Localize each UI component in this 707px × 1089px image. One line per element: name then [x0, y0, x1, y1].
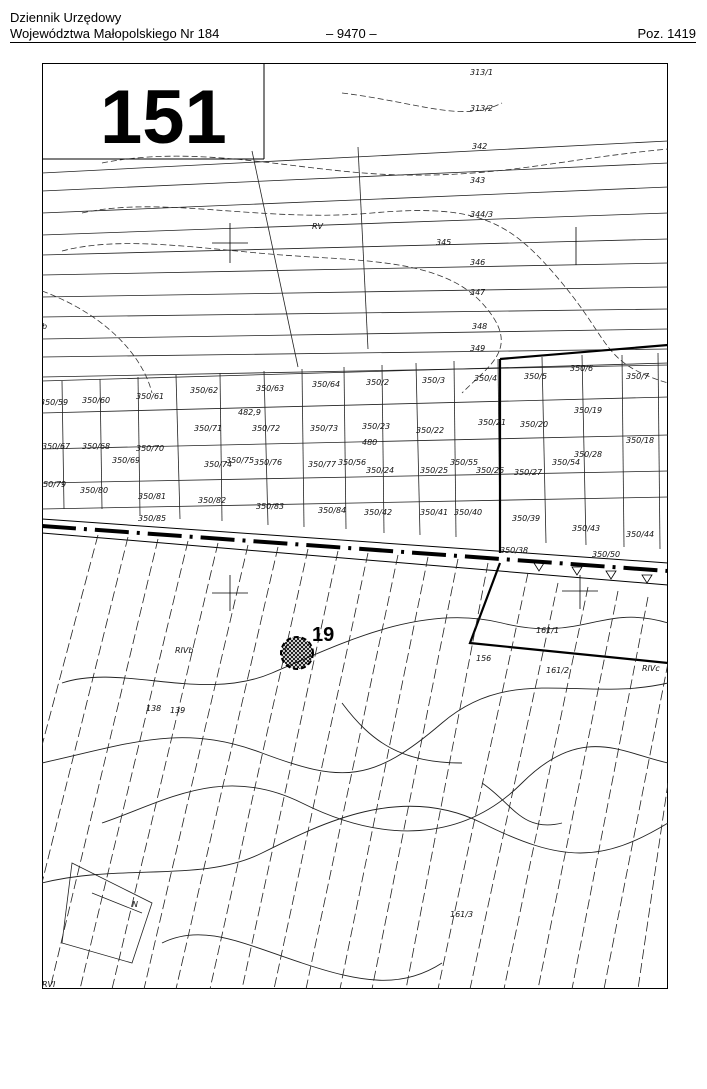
map-label: RV — [312, 222, 324, 231]
point-number: 19 — [312, 624, 334, 646]
parcel-label-row1: 350/61 — [136, 392, 164, 401]
map-label: 139 — [170, 706, 185, 715]
parcel-label-top: 342 — [472, 142, 487, 151]
parcel-label-row4: 350/44 — [626, 530, 654, 539]
parcel-label-row2: 350/68 — [82, 442, 110, 451]
parcel-label-row3: 350/69 — [112, 456, 140, 465]
journal-subtitle: Województwa Małopolskiego Nr 184 — [10, 26, 220, 41]
parcel-label-row4: 350/83 — [256, 502, 284, 511]
parcel-label-row1: 350/3 — [422, 376, 445, 385]
parcel-label-row3: 350/75 — [226, 456, 254, 465]
road-edges — [42, 518, 668, 586]
parcel-label-row2: 350/21 — [478, 418, 506, 427]
parcel-label-row1: 350/59 — [42, 398, 68, 407]
parcel-label-row2: 350/71 — [194, 424, 222, 433]
parcel-label-row2: 350/19 — [574, 406, 602, 415]
small-parcel-outline — [61, 862, 153, 964]
parcel-label-row3: 350/26 — [476, 466, 504, 475]
parcel-label-row3: 350/25 — [420, 466, 448, 475]
parcel-label-top: 347 — [470, 288, 486, 297]
parcel-label-row1: 350/7 — [626, 372, 650, 381]
geodetic-point: 19 — [280, 624, 334, 670]
parcel-label-row4: 350/38 — [500, 546, 528, 555]
map-label: RIVb — [175, 646, 193, 655]
map-label: b — [42, 322, 47, 331]
parcel-label-row4: 350/40 — [454, 508, 482, 517]
parcel-boundaries-upper — [42, 140, 668, 378]
parcel-label-row2: 350/23 — [362, 422, 390, 431]
map-label: N — [132, 900, 138, 909]
map-label: 156 — [476, 654, 491, 663]
parcel-label-top: 313/2 — [470, 104, 493, 113]
bold-boundary — [468, 343, 668, 665]
cadastral-map: 151 — [42, 63, 668, 989]
parcel-label-top: 348 — [472, 322, 487, 331]
map-label: RVI — [42, 980, 56, 989]
parcel-label-row4: 350/84 — [318, 506, 346, 515]
parcel-label-row3: 350/74 — [204, 460, 232, 469]
parcel-label-row2: 350/22 — [416, 426, 444, 435]
map-label: RIVc — [642, 664, 660, 673]
map-label: 161/2 — [546, 666, 569, 675]
parcel-label-row4: 350/50 — [592, 550, 620, 559]
parcel-label-row3: 350/28 — [574, 450, 602, 459]
parcel-label-row4: 350/81 — [138, 492, 166, 501]
parcel-label-top: 346 — [470, 258, 485, 267]
parcel-label-row3: 350/24 — [366, 466, 394, 475]
sheet-number-box: 151 — [42, 63, 265, 160]
map-label: 350/85 — [138, 514, 166, 523]
boundary-markers — [533, 562, 653, 584]
parcel-label-row2: 350/20 — [520, 420, 548, 429]
parcel-label-row4: 350/41 — [420, 508, 448, 517]
journal-title: Dziennik Urzędowy — [10, 10, 122, 25]
parcel-label-row1: 350/4 — [474, 374, 497, 383]
parcel-label-top: 313/1 — [470, 68, 493, 77]
parcel-label-row2: 350/73 — [310, 424, 338, 433]
page-number: – 9470 – — [326, 26, 377, 41]
parcel-label-row1: 350/64 — [312, 380, 340, 389]
parcel-label-top: 345 — [436, 238, 451, 247]
sheet-number: 151 — [100, 75, 227, 160]
parcel-label-row1: 350/2 — [366, 378, 389, 387]
parcel-label-top: 344/3 — [470, 210, 493, 219]
parcel-label-row2: 350/67 — [42, 442, 71, 451]
map-label: 480 — [362, 438, 377, 447]
parcel-label-row3: 350/27 — [514, 468, 543, 477]
parcel-label-row1: 350/62 — [190, 386, 218, 395]
parcel-label-row2: 350/70 — [136, 444, 164, 453]
contour-lines-lower — [42, 616, 668, 981]
map-label: 161/3 — [450, 910, 473, 919]
parcel-label-row4: 350/43 — [572, 524, 600, 533]
grid-crosshair — [212, 223, 598, 611]
parcel-label-row3: 350/56 — [338, 458, 366, 467]
parcel-label-row1: 350/5 — [524, 372, 547, 381]
parcel-label-row1: 350/63 — [256, 384, 284, 393]
parcel-label-row4: 350/39 — [512, 514, 540, 523]
parcel-label-row4: 350/79 — [42, 480, 66, 489]
map-label: 482,9 — [238, 408, 261, 417]
contour-lines-upper — [42, 92, 668, 394]
parcel-label-top: 343 — [470, 176, 485, 185]
parcel-label-row2: 350/72 — [252, 424, 280, 433]
page-header: Dziennik Urzędowy Województwa Małopolski… — [10, 8, 696, 43]
parcel-label-top: 349 — [470, 344, 485, 353]
parcel-label-row2: 350/18 — [626, 436, 654, 445]
parcel-label-row4: 350/82 — [198, 496, 226, 505]
parcel-label-row1: 350/6 — [570, 364, 593, 373]
parcel-label-row4: 350/80 — [80, 486, 108, 495]
map-label: 138 — [146, 704, 161, 713]
parcel-label-row4: 350/42 — [364, 508, 392, 517]
parcel-label-row1: 350/60 — [82, 396, 110, 405]
parcel-label-row3: 350/76 — [254, 458, 282, 467]
parcel-label-row3: 350/77 — [308, 460, 337, 469]
map-label: 161/1 — [536, 626, 559, 635]
strip-parcels-lower — [42, 534, 668, 989]
parcel-label-row3: 350/54 — [552, 458, 580, 467]
position-number: Poz. 1419 — [637, 26, 696, 41]
parcel-label-row3: 350/55 — [450, 458, 478, 467]
